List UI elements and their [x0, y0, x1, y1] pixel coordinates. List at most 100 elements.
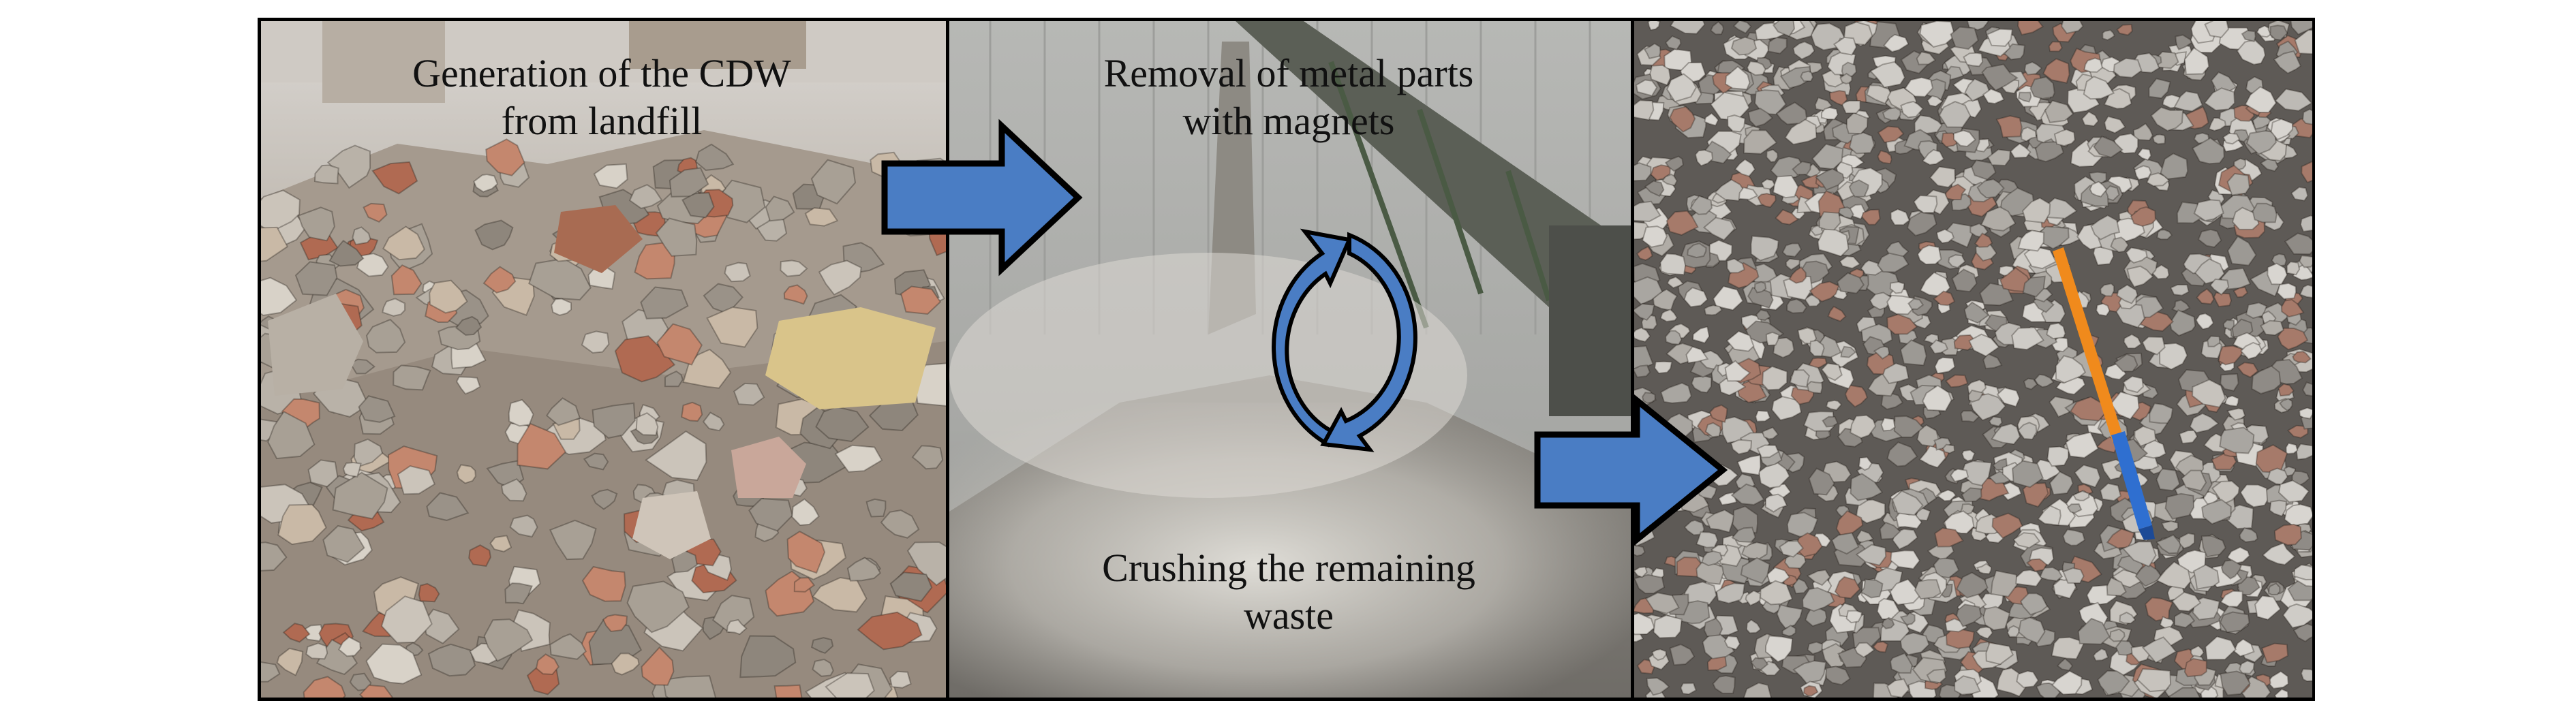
stone: [358, 395, 396, 423]
stone: [1815, 168, 1845, 191]
stone: [2134, 563, 2163, 587]
stone: [282, 623, 311, 643]
stone: [1961, 449, 1976, 462]
stone: [2280, 298, 2305, 318]
stone: [2269, 499, 2287, 518]
stone: [2055, 355, 2087, 384]
stone: [277, 503, 327, 546]
stone: [748, 497, 793, 532]
stone: [1951, 268, 1978, 293]
stone: [1956, 604, 1982, 627]
stone: [1765, 493, 1788, 513]
stone: [508, 398, 534, 427]
stone: [1960, 410, 1980, 423]
stone: [2161, 520, 2179, 533]
stone: [1634, 612, 1655, 636]
stone: [1913, 194, 1938, 214]
stone: [786, 531, 826, 574]
stone: [1963, 301, 1990, 324]
stone: [1967, 389, 1984, 403]
caption-landfill: Generation of the CDW from landfill: [343, 50, 861, 145]
stone: [1904, 76, 1934, 97]
stone: [1701, 550, 1723, 567]
stone: [1731, 527, 1756, 543]
stone: [1929, 166, 1956, 189]
stone: [307, 459, 339, 488]
stone: [261, 277, 298, 317]
stone: [2273, 688, 2289, 698]
stone: [1710, 21, 1725, 35]
stone: [326, 144, 371, 189]
stone: [1855, 499, 1886, 525]
stone: [2132, 123, 2153, 142]
stone: [426, 492, 470, 521]
stone: [1881, 617, 1895, 629]
stone: [2233, 638, 2255, 657]
stone: [889, 572, 933, 602]
stone: [726, 619, 748, 636]
stone: [1948, 254, 1966, 269]
stone: [1643, 42, 1661, 59]
stone: [1800, 70, 1814, 82]
stone: [1644, 180, 1665, 198]
stone: [2239, 484, 2270, 508]
stone: [889, 670, 912, 689]
stone: [2233, 286, 2249, 298]
stone: [2286, 261, 2301, 276]
stone: [1817, 228, 1850, 257]
stone: [2290, 21, 2312, 35]
stone: [1730, 483, 1765, 506]
stone: [1724, 65, 1751, 91]
stone: [1634, 200, 1661, 223]
stone: [1806, 569, 1831, 586]
stone: [1785, 257, 1800, 271]
stone: [680, 401, 703, 422]
stone: [662, 675, 717, 698]
stone: [1691, 375, 1713, 394]
stone: [473, 173, 499, 193]
stone: [626, 580, 690, 633]
stone: [911, 445, 944, 470]
stone: [2056, 657, 2074, 672]
stone: [1996, 387, 2021, 408]
stone: [2196, 287, 2215, 305]
stone: [261, 661, 281, 683]
stone: [2278, 383, 2295, 397]
stone: [2044, 99, 2074, 123]
stone: [1899, 339, 1927, 366]
stone: [1666, 73, 1698, 103]
stone: [1906, 211, 1937, 237]
stone: [1807, 641, 1824, 655]
stone: [1899, 612, 1916, 625]
stone: [1666, 276, 1685, 289]
stone: [1873, 345, 1890, 360]
stone: [2282, 465, 2297, 477]
stone: [2175, 34, 2193, 50]
pen-icon: [2053, 247, 2155, 540]
stone: [1745, 590, 1762, 607]
stone: [1963, 52, 1984, 67]
stone: [1767, 36, 1788, 54]
stone: [1974, 232, 1993, 248]
stone: [2113, 57, 2143, 78]
stone: [2299, 284, 2312, 298]
stone: [2197, 228, 2222, 248]
stone: [865, 498, 887, 518]
stone: [2032, 296, 2055, 313]
stone: [1945, 65, 1965, 81]
stone: [456, 464, 476, 484]
stone: [2141, 336, 2166, 356]
stone: [2100, 283, 2115, 297]
stone: [549, 519, 597, 561]
stone: [2226, 407, 2246, 421]
stone: [2167, 687, 2201, 698]
stone: [2156, 534, 2181, 554]
stone: [1944, 510, 1975, 535]
stone: [393, 364, 431, 391]
stone: [2156, 229, 2173, 240]
stone: [1886, 678, 1910, 698]
stone: [1893, 415, 1925, 438]
stone: [587, 264, 616, 290]
stone: [1860, 260, 1884, 276]
stone: [1926, 668, 1947, 684]
